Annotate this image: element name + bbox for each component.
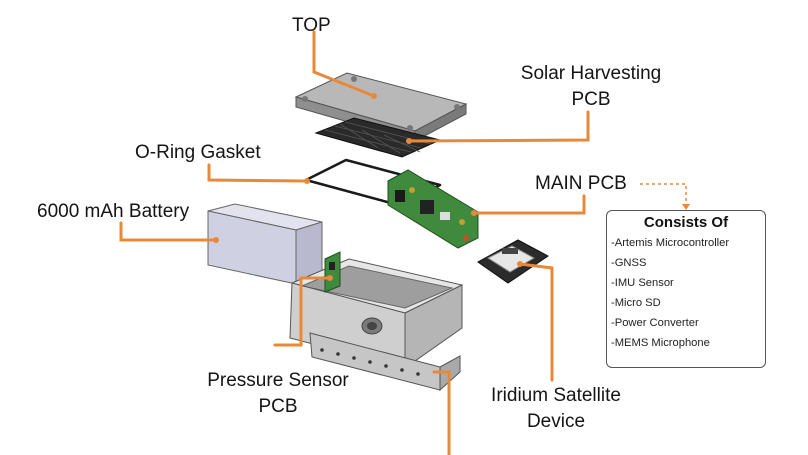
leader-top <box>312 30 376 98</box>
label-pressure-line1: Pressure Sensor <box>207 370 349 391</box>
list-item: -GNSS <box>611 257 647 269</box>
leader-dot-battery <box>213 237 219 243</box>
dashed-connector-arrow <box>682 204 690 210</box>
label-oring: O-Ring Gasket <box>135 142 261 163</box>
label-solar-pcb: Solar Harvesting PCB <box>508 61 674 113</box>
leader-dot-pressure <box>327 275 333 281</box>
label-top: TOP <box>292 15 331 36</box>
leader-dot-iridium <box>517 261 523 267</box>
leader-battery <box>119 221 218 242</box>
list-item: -Artemis Microcontroller <box>611 237 730 249</box>
leader-enclosure <box>432 370 451 455</box>
leader-solar <box>407 110 590 143</box>
leader-iridium <box>518 262 554 382</box>
iridium-device <box>477 239 549 284</box>
label-main-pcb: MAIN PCB <box>535 173 627 194</box>
label-solar-line1: Solar Harvesting <box>520 63 662 84</box>
label-solar-line2: PCB <box>571 89 611 110</box>
label-pressure-line2: PCB <box>258 396 298 417</box>
leader-dot-solar <box>406 138 412 144</box>
leader-dot-oring <box>304 178 310 184</box>
label-battery: 6000 mAh Battery <box>37 201 190 222</box>
leader-oring <box>207 163 309 183</box>
consists-of-title: Consists Of <box>643 214 729 231</box>
consists-of-box: Consists Of -Artemis Microcontroller -GN… <box>606 210 766 368</box>
o-ring-gasket <box>304 158 442 208</box>
dashed-connector <box>640 183 687 206</box>
consists-of-list: -Artemis Microcontroller -GNSS -IMU Sens… <box>607 233 765 353</box>
label-iridium-line1: Iridium Satellite <box>491 385 621 406</box>
leader-pressure <box>273 276 332 347</box>
list-item: -IMU Sensor <box>611 277 674 289</box>
list-item: -Power Converter <box>611 317 699 329</box>
leader-dot-main-pcb <box>471 210 477 216</box>
list-item: -MEMS Microphone <box>611 337 710 349</box>
list-item: -Micro SD <box>611 297 661 309</box>
pressure-sensor-pcb <box>324 251 341 293</box>
leader-lines <box>119 30 590 455</box>
label-iridium-line2: Device <box>526 411 586 432</box>
main-pcb <box>387 169 479 249</box>
label-iridium: Iridium Satellite Device <box>474 383 638 435</box>
leader-main-pcb <box>472 194 586 215</box>
label-pressure-pcb: Pressure Sensor PCB <box>190 368 366 420</box>
battery <box>207 203 323 285</box>
leader-dot-top <box>371 93 377 99</box>
